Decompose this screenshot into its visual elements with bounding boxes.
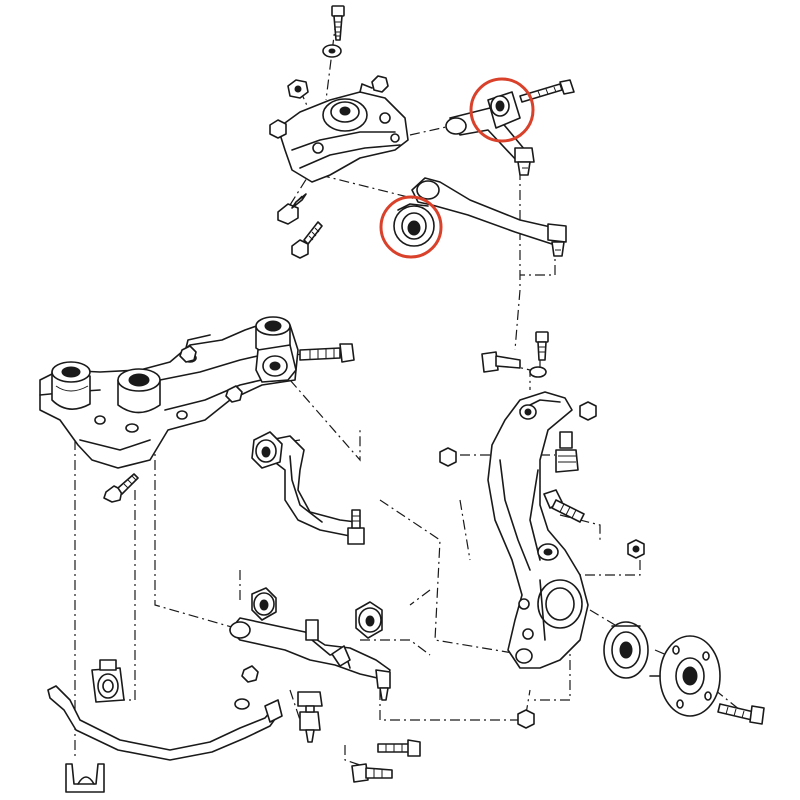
upper-control-arm-rear xyxy=(411,177,567,257)
lower-arm-washer-icon xyxy=(234,698,250,710)
wheel-bearing-icon xyxy=(603,621,649,679)
knuckle-bolt-icon-side xyxy=(543,489,585,523)
mount-nut-icon-right xyxy=(371,75,389,93)
knuckle-nut-icon-right xyxy=(627,539,645,559)
subframe-nut-icon-upper xyxy=(179,345,197,363)
knuckle-pinch-bolt-icon xyxy=(481,351,521,373)
lower-arm-nut-icon xyxy=(241,665,259,683)
lower-control-arm xyxy=(229,617,391,701)
stabilizer-clamp-icon xyxy=(65,763,105,793)
stabilizer-bolt-icon-lower xyxy=(351,763,393,783)
stabilizer-bar xyxy=(47,685,283,761)
bracket-bolt-icon-lower xyxy=(277,193,307,225)
knuckle-stud-icon xyxy=(555,431,579,473)
subframe xyxy=(39,321,299,469)
stabilizer-bushing-icon xyxy=(91,659,125,703)
subframe-mount-bushing-center xyxy=(117,368,161,414)
bracket-bolt-icon-bottom xyxy=(291,221,323,259)
mount-nut-icon-left xyxy=(287,79,309,99)
subframe-mount-bushing-left xyxy=(51,361,91,410)
subframe-bolt-icon xyxy=(299,343,355,363)
tension-arm xyxy=(269,435,361,537)
bushing-icon-lower-arm-rear xyxy=(251,587,277,621)
hub-bolt-icon xyxy=(717,703,765,725)
stabilizer-bolt-icon-upper xyxy=(377,739,421,757)
top-washer-icon xyxy=(322,44,342,58)
subframe-arm-bracket xyxy=(255,344,297,383)
upper-control-arm-front xyxy=(445,107,535,176)
strut-mount-bracket xyxy=(277,83,409,183)
knuckle-nut-icon-bottom xyxy=(517,709,535,729)
mount-nut-icon-side xyxy=(269,119,287,139)
bushing-icon-lower-arm-front xyxy=(355,601,383,639)
knuckle-nut-icon-left xyxy=(439,447,457,467)
knuckle-bolt-icon-top xyxy=(535,331,549,361)
bushing-icon-upper-rear xyxy=(393,203,435,247)
bushing-icon-tension-arm xyxy=(251,431,283,469)
stabilizer-link-icon xyxy=(297,691,323,743)
wheel-hub-icon xyxy=(649,635,721,717)
subframe-bolt-icon-lower xyxy=(103,473,139,503)
bushing-icon-upper-front xyxy=(487,91,521,129)
steering-knuckle xyxy=(487,391,589,669)
highlight-circle-upper-front-bushing xyxy=(469,77,535,143)
highlight-circle-upper-rear-bushing xyxy=(379,195,443,259)
knuckle-nut-icon-top-right xyxy=(579,401,597,421)
knuckle-washer-icon xyxy=(529,366,547,378)
subframe-nut-icon-lower xyxy=(225,385,243,403)
tension-arm-ball-joint-icon xyxy=(347,509,365,545)
top-bolt-icon xyxy=(331,5,345,41)
